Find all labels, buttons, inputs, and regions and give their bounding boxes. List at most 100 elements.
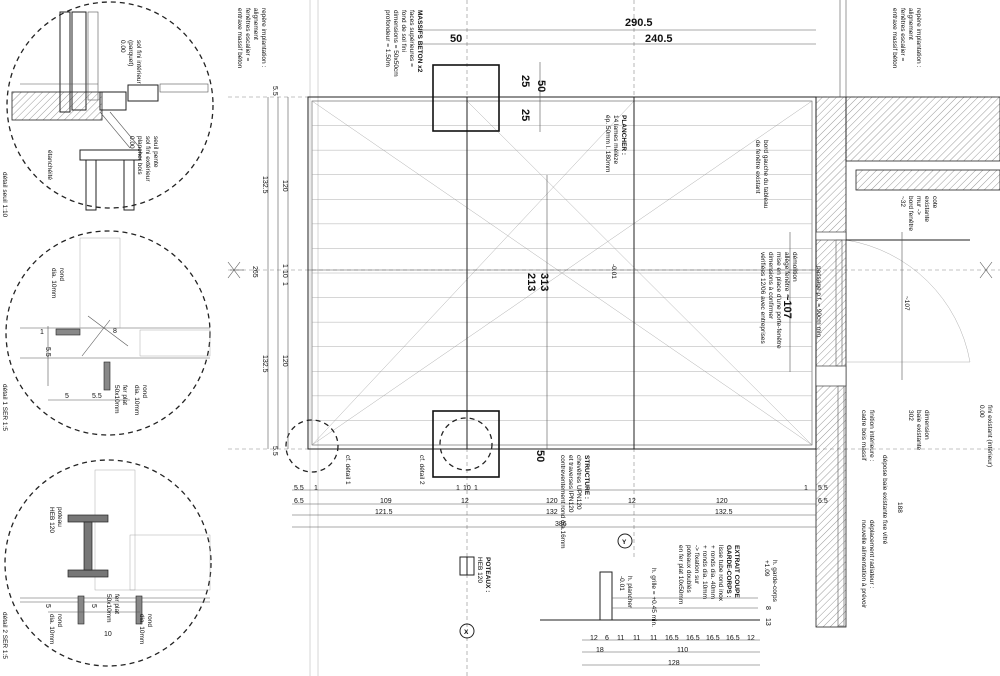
svg-text:finition intérieure :: finition intérieure : (868, 410, 875, 461)
dim-213: 213 (525, 273, 537, 291)
dim-left-1325a: 132.5 (261, 176, 268, 194)
dim-b1-3: 10 (463, 485, 471, 492)
dim-b2-1: 109 (380, 498, 392, 505)
svg-text:fini existant (intérieur): fini existant (intérieur) (986, 405, 993, 467)
detail-1-ferplat: fer plat 50x10mm (113, 385, 128, 414)
svg-text:rond: rond (56, 614, 63, 627)
note-depose: dépose baie existante (881, 455, 888, 519)
detail-1-d55b: 5.5 (92, 393, 102, 400)
detail-1-d1: 1 (40, 329, 44, 336)
svg-text:dimensions à confirmer: dimensions à confirmer (767, 252, 774, 320)
svg-text:fenêtres escalier =: fenêtres escalier = (899, 8, 906, 61)
detail-1-rond2: rond dia. 10mm (133, 385, 148, 415)
note-d107-right: ~107 (903, 296, 910, 311)
dim-290: 290.5 (625, 17, 653, 29)
coupe-d1-7: 16.5 (706, 635, 720, 642)
detail-1-d5: 5 (65, 393, 69, 400)
svg-text:dimensions = 50x50cm: dimensions = 50x50cm (392, 10, 399, 77)
svg-text:allège fenêtre: allège fenêtre (783, 252, 790, 292)
coupe-d1-3: 11 (633, 635, 640, 642)
detail-seuil-title: détail seuil 1:10 (1, 172, 8, 218)
svg-text:mise en place d'une porte-fenê: mise en place d'une porte-fenêtre (775, 252, 782, 349)
dim-50-bottom: 50 (534, 450, 546, 462)
bottom-dims-row2: 6.5 109 12 120 12 120 6.5 (294, 498, 828, 505)
svg-text:repère implantation :: repère implantation : (260, 8, 267, 67)
level-001: -0.01 (610, 264, 617, 279)
svg-text:alignement: alignement (252, 8, 259, 40)
coupe-d1-0: 12 (590, 635, 598, 642)
svg-text:(parquet): (parquet) (127, 40, 134, 66)
note-demolition: démolition allège fenêtre mise en place … (759, 252, 798, 349)
note-garde-corps-h: h. garde-corps +1.09 (763, 560, 778, 603)
dim-left-55a: 5.5 (271, 86, 278, 96)
svg-text:existante: existante (923, 196, 930, 222)
deck-plan (228, 0, 1000, 676)
detail-1-d8: 8 (113, 328, 117, 335)
note-repere-left: repère implantation : alignement fenêtre… (236, 8, 267, 69)
note-plancher-h: h. plancher -0.01 (618, 576, 633, 609)
svg-text:50x10mm: 50x10mm (105, 594, 112, 623)
note-deplacement: déplacement radiateur : nouvelle aliment… (860, 520, 875, 609)
svg-text:EXTRAIT COUPE: EXTRAIT COUPE (733, 545, 740, 598)
coupe-d13: 13 (764, 618, 771, 626)
detail-2-rond2: rond dia. 10mm (138, 614, 153, 644)
svg-text:302: 302 (907, 410, 914, 421)
dim-b3-1: 132 (546, 509, 558, 516)
svg-text:+ ronds dia. 40mm: + ronds dia. 40mm (709, 545, 716, 599)
detail-2-d10: 10 (104, 631, 112, 638)
dim-b2-4: 12 (628, 498, 636, 505)
coupe-d1-5: 16.5 (665, 635, 679, 642)
dim-b2-0: 6.5 (294, 498, 304, 505)
dim-b2-6: 6.5 (818, 498, 828, 505)
svg-text:poteau: poteau (56, 507, 63, 527)
note-dimension-baie: dimension baie existante 302 (907, 410, 930, 450)
dim-left-1b: 1 (281, 282, 288, 286)
detail-2-d5b: 5 (90, 604, 97, 608)
dimension-lines (227, 29, 993, 666)
svg-text:profondeur = 1.50m: profondeur = 1.50m (384, 10, 391, 67)
dim-107: ~107 (781, 294, 793, 319)
detail-1-circle (5, 230, 211, 436)
coupe-d1-4: 11 (650, 635, 657, 642)
dim-left-265: 265 (251, 266, 258, 278)
note-fixe: fixe vitré (881, 520, 888, 545)
svg-text:fenêtres escalier =: fenêtres escalier = (244, 8, 251, 61)
note-fini: fini existant (intérieur) 0.00 (978, 405, 993, 467)
detail-seuil-etancheite: étanchéité (46, 150, 53, 180)
svg-text:HEB 120: HEB 120 (48, 507, 55, 533)
detail-2-circle (4, 459, 212, 667)
svg-text:lisse tube rond inox: lisse tube rond inox (717, 545, 724, 602)
note-repere-right: repère implantation : alignement fenêtre… (891, 8, 922, 69)
svg-text:bord fenêtre: bord fenêtre (907, 196, 914, 231)
svg-text:-0.01: -0.01 (618, 576, 625, 591)
svg-text:14 lames mélèze: 14 lames mélèze (612, 115, 619, 165)
dim-50-top: 50 (450, 33, 462, 45)
dim-b1-0: 5.5 (294, 485, 304, 492)
svg-text:rond: rond (58, 268, 65, 281)
note-bord: bord gauche du tableau de fenêtre exista… (754, 140, 769, 209)
axis-x-marker: X (459, 623, 475, 639)
coupe-d2-1: 110 (677, 647, 688, 654)
dim-left-10: 10 (281, 270, 288, 278)
svg-text:fer plat: fer plat (121, 385, 128, 405)
svg-text:nouvelle alimentation à prévoi: nouvelle alimentation à prévoir (860, 520, 867, 609)
svg-text:fer plat: fer plat (113, 594, 120, 614)
svg-text:contreventement rond dia.16mm: contreventement rond dia.16mm (559, 455, 566, 549)
dim-25-b: 25 (519, 109, 531, 121)
svg-text:~32: ~32 (899, 196, 906, 207)
svg-text:sol fini extérieur: sol fini extérieur (144, 136, 151, 182)
bottom-dims-row1: 5.5 1 1 10 1 1 5.5 (294, 485, 828, 492)
svg-text:en fer plat 10x50mm: en fer plat 10x50mm (677, 545, 684, 604)
svg-text:0.00: 0.00 (119, 40, 126, 53)
svg-text:ép. 50mm l. 180mm: ép. 50mm l. 180mm (604, 115, 611, 172)
note-structure: STRUCTURE : chevêtres UPN120 et traverse… (559, 455, 590, 549)
svg-text:plancher bois: plancher bois (136, 136, 143, 175)
svg-text:entraxe massif béton: entraxe massif béton (236, 8, 243, 69)
svg-text:Y: Y (622, 539, 627, 546)
svg-text:chevêtres UPN120: chevêtres UPN120 (575, 455, 582, 510)
svg-text:h. garde-corps: h. garde-corps (771, 560, 778, 603)
detail-seuil-sol: sol fini intérieur (parquet) 0.00 (119, 40, 142, 85)
note-cf-detail-1: cf. détail 1 (344, 455, 351, 485)
detail-2-rond: rond dia. 10mm (48, 614, 63, 644)
